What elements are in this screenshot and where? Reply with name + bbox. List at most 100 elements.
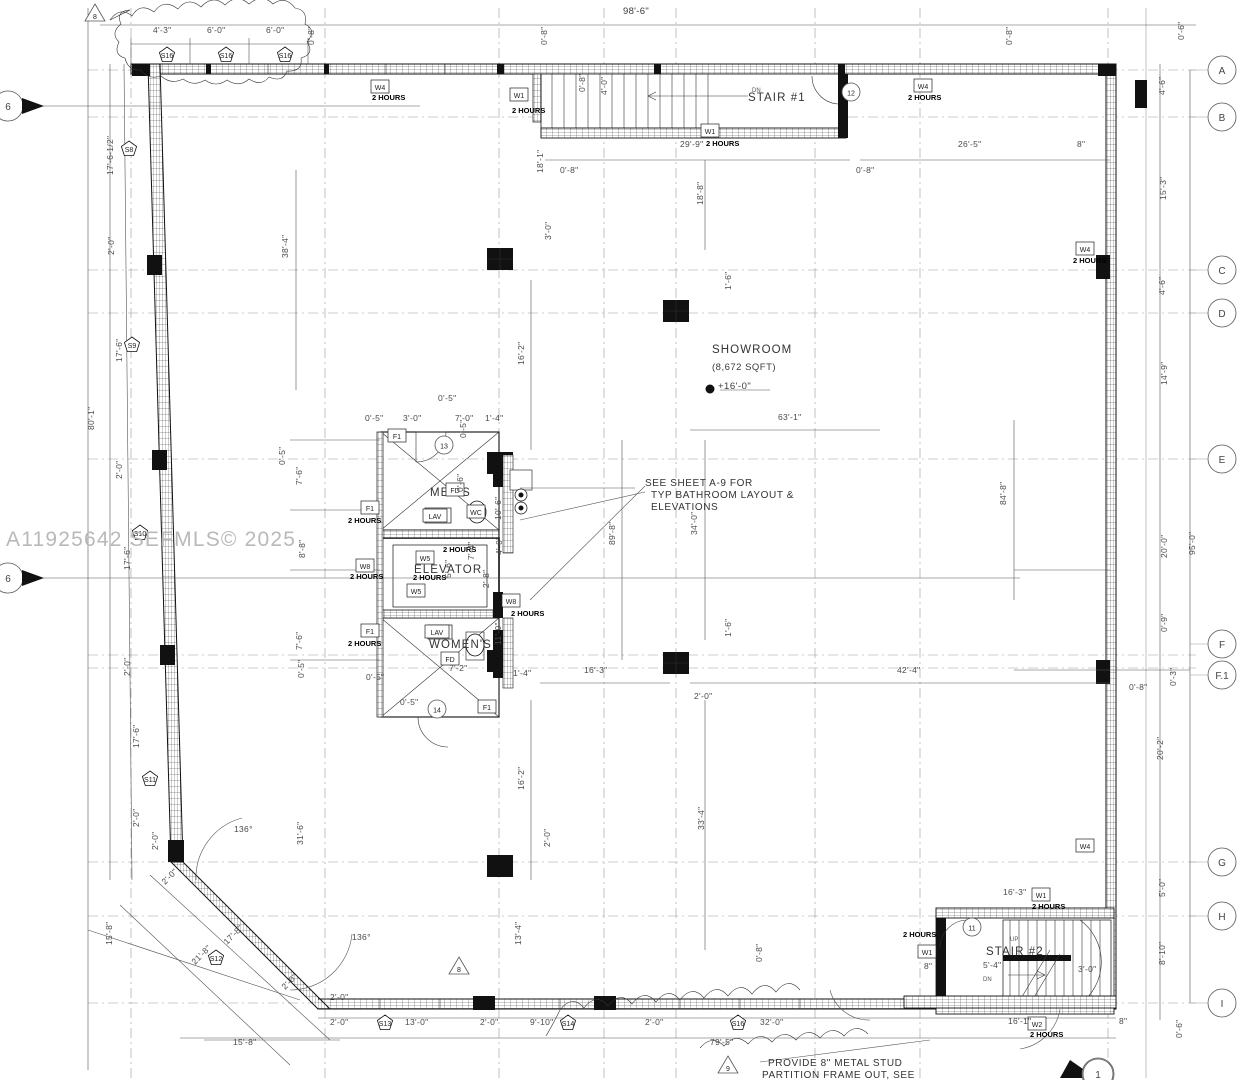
window-tag-pentagon[interactable] xyxy=(376,1014,394,1030)
fire-rating-label: 2 HOURS xyxy=(511,609,544,618)
dimension-text: 15'-8" xyxy=(233,1037,256,1047)
wall-tag-box[interactable] xyxy=(477,699,497,714)
dimension-text: 18'-8" xyxy=(695,182,705,205)
wall-tag-box[interactable] xyxy=(466,504,486,519)
wall-tag-box[interactable] xyxy=(422,508,448,523)
revision-markers[interactable]: 889 xyxy=(84,3,739,1074)
wall-tag-box[interactable] xyxy=(509,87,529,102)
fire-rating-label: 2 HOURS xyxy=(443,545,476,554)
grid-bubble-g: G xyxy=(1218,858,1226,869)
section-marker-1: 1 xyxy=(1095,1070,1101,1080)
stair-2[interactable] xyxy=(935,907,1115,1015)
wall-tag-w1: W1 xyxy=(922,950,933,957)
dimension-text: 4'-0" xyxy=(599,77,609,95)
grid-bubble-d: D xyxy=(1218,309,1225,320)
wall-tag-box[interactable] xyxy=(501,593,521,608)
window-tag-s11: S11 xyxy=(144,777,156,784)
dimension-text: 0'-6" xyxy=(1174,1020,1184,1038)
door-tag-circle[interactable] xyxy=(434,435,454,455)
window-tag-pentagon[interactable] xyxy=(131,524,149,540)
dimension-text: 4'-0" xyxy=(494,537,504,555)
door-tag-14: 14 xyxy=(433,708,441,715)
wall-tag-box[interactable] xyxy=(913,78,933,93)
wall-tag-w1: W1 xyxy=(514,93,525,100)
note-3: PROVIDE 8" METAL STUD xyxy=(768,1058,903,1069)
wall-tag-w5: W5 xyxy=(411,589,422,596)
fire-rating-label: 2 HOURS xyxy=(1030,1030,1063,1039)
window-tag-pentagon[interactable] xyxy=(158,46,176,62)
dimension-text: 95'-0" xyxy=(1187,532,1197,555)
revision-marker-triangle[interactable] xyxy=(448,956,470,975)
wall-tag-box[interactable] xyxy=(700,123,720,138)
window-tag-pentagon[interactable] xyxy=(217,46,235,62)
wall-tag-box[interactable] xyxy=(415,550,435,565)
dimension-text: 26'-5" xyxy=(958,139,981,149)
wall-tag-box[interactable] xyxy=(355,558,375,573)
door-tag-12: 12 xyxy=(847,91,855,98)
dimension-text: 0'-5" xyxy=(365,413,383,423)
window-tag-pentagon[interactable] xyxy=(559,1014,577,1030)
room-labels: SHOWROOM(8,672 SQFT)+16'-0"MEN'SWOMEN'SE… xyxy=(414,92,1043,958)
note-1: TYP BATHROOM LAYOUT & xyxy=(651,490,794,501)
revision-marker-triangle[interactable] xyxy=(84,3,106,22)
door-tag-circle[interactable] xyxy=(962,917,982,937)
dimension-text: 16'-3" xyxy=(584,665,607,675)
wall-tag-box[interactable] xyxy=(406,583,426,598)
wall-tag-box[interactable] xyxy=(360,623,380,638)
wall-tag-w8: W8 xyxy=(360,564,371,571)
window-tag-s13: S13 xyxy=(379,1021,392,1028)
dimension-text: 80'-1" xyxy=(86,407,96,430)
dimension-text: 3'-0" xyxy=(543,222,553,240)
wall-tag-box[interactable] xyxy=(1027,1016,1047,1031)
wall-type-tags[interactable]: W4W1W1W4W4W4W5W5W8W8F1F1F1F1W1W1W2LAVLAV… xyxy=(355,78,1095,1031)
fire-rating-label: 2 HOURS xyxy=(348,639,381,648)
window-tag-pentagon[interactable] xyxy=(276,46,294,62)
wall-tag-box[interactable] xyxy=(917,944,937,959)
section-markers[interactable]: 661 xyxy=(0,90,1114,1080)
dimension-text: 32'-0" xyxy=(760,1017,783,1027)
stair-1[interactable] xyxy=(532,73,848,139)
dimension-text: 1'-6" xyxy=(723,272,733,290)
wall-tag-box[interactable] xyxy=(1031,887,1051,902)
wall-tag-box[interactable] xyxy=(1075,241,1095,256)
wall-tag-box[interactable] xyxy=(387,428,407,443)
section-marker-circle[interactable] xyxy=(0,562,24,594)
fire-rating-label: 2 HOURS xyxy=(903,930,936,939)
dimension-text: 31'-6" xyxy=(295,822,305,845)
section-marker-circle[interactable] xyxy=(1082,1058,1114,1080)
dimension-text: 136° xyxy=(234,824,253,834)
wall-tag-box[interactable] xyxy=(360,500,380,515)
window-tag-pentagon[interactable] xyxy=(207,949,225,965)
dimension-text: 0'-5" xyxy=(277,447,287,465)
wall-tag-box[interactable] xyxy=(445,482,465,497)
wall-tag-fd: FD xyxy=(450,488,459,495)
core-bathroom-elevator[interactable] xyxy=(376,431,533,748)
door-tag-circle[interactable] xyxy=(841,82,861,102)
door-tag-circle[interactable] xyxy=(427,699,447,719)
dimension-text: 0'-5" xyxy=(438,393,456,403)
wall-tag-wc: WC xyxy=(470,510,482,517)
wall-tag-box[interactable] xyxy=(1075,838,1095,853)
dimension-text: 0'-3" xyxy=(1168,668,1178,686)
exterior-walls xyxy=(130,63,1117,1010)
misc-arcs xyxy=(829,989,1061,1050)
wall-tag-box[interactable] xyxy=(424,624,450,639)
wall-tag-box[interactable] xyxy=(370,79,390,94)
window-tag-pentagon[interactable] xyxy=(120,140,138,156)
revision-marker-triangle[interactable] xyxy=(717,1055,739,1074)
grid-bubble-h: H xyxy=(1218,912,1225,923)
note-0: SEE SHEET A-9 FOR xyxy=(645,478,753,489)
window-tag-pentagon[interactable] xyxy=(141,770,159,786)
window-tag-pentagon[interactable] xyxy=(123,336,141,352)
window-tag-s16: S16 xyxy=(220,53,233,60)
section-marker-circle[interactable] xyxy=(0,90,24,122)
window-tag-pentagon[interactable] xyxy=(729,1014,747,1030)
dimension-text: 2'-0" xyxy=(150,832,160,850)
wall-tag-box[interactable] xyxy=(440,651,460,666)
